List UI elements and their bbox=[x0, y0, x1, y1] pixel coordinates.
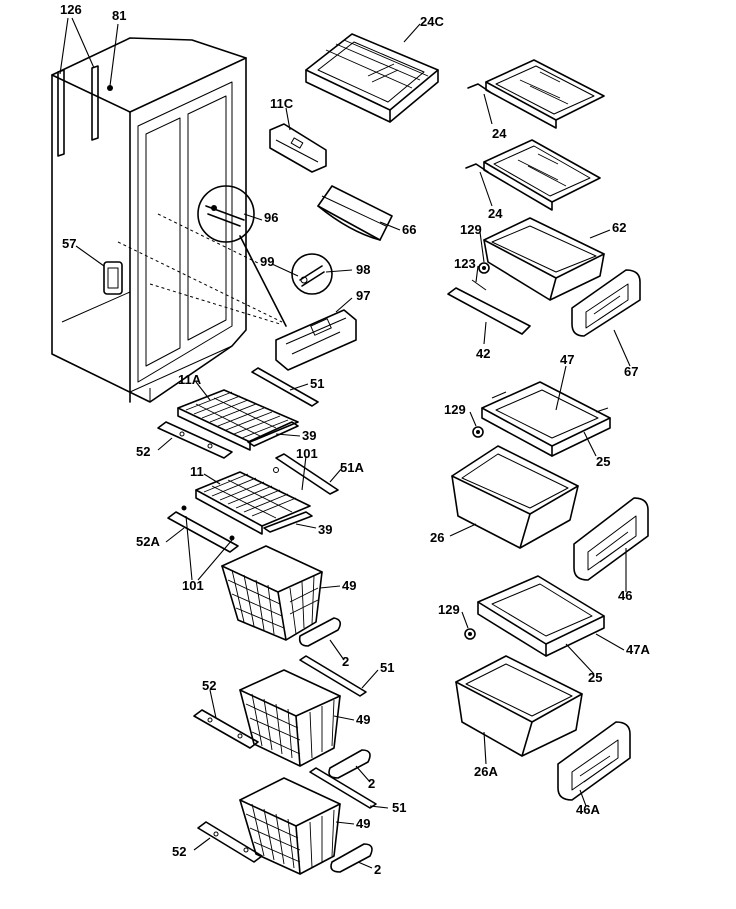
label-25-a: 25 bbox=[596, 454, 610, 469]
refrigerator-cabinet bbox=[51, 37, 247, 403]
part-labels: 126 81 24C 11C 24 24 96 66 129 62 57 99 … bbox=[60, 2, 650, 877]
label-24c: 24C bbox=[420, 14, 444, 29]
label-24-a: 24 bbox=[492, 126, 507, 141]
label-11a: 11A bbox=[178, 372, 202, 387]
part-51-strip-c bbox=[309, 767, 377, 809]
label-52-c: 52 bbox=[172, 844, 186, 859]
part-46-drawer-front bbox=[573, 497, 649, 581]
part-11-shelf bbox=[195, 471, 311, 535]
label-26a: 26A bbox=[474, 764, 498, 779]
label-66: 66 bbox=[402, 222, 416, 237]
label-47a: 47A bbox=[626, 642, 650, 657]
label-101-a: 101 bbox=[296, 446, 318, 461]
label-97: 97 bbox=[356, 288, 370, 303]
label-24-b: 24 bbox=[488, 206, 503, 221]
label-42: 42 bbox=[476, 346, 490, 361]
label-25-b: 25 bbox=[588, 670, 602, 685]
label-49-a: 49 bbox=[342, 578, 356, 593]
leader-lines bbox=[59, 17, 631, 869]
label-47: 47 bbox=[560, 352, 574, 367]
label-11: 11 bbox=[190, 464, 204, 479]
part-2-handle-a bbox=[298, 617, 342, 647]
label-52-b: 52 bbox=[202, 678, 216, 693]
label-2-b: 2 bbox=[368, 776, 375, 791]
part-67-drawer-front bbox=[571, 269, 641, 337]
part-129-knob-a bbox=[478, 262, 490, 274]
part-51-strip-b bbox=[299, 655, 367, 697]
part-129-knob-b bbox=[472, 426, 484, 438]
part-42-rail bbox=[447, 279, 531, 335]
part-52-bracket-c bbox=[197, 821, 263, 863]
label-98: 98 bbox=[356, 262, 370, 277]
detail-circle-98 bbox=[291, 253, 333, 295]
part-97-housing bbox=[275, 309, 357, 371]
guide-lines bbox=[117, 213, 283, 325]
part-49-basket-a bbox=[221, 545, 323, 641]
part-47a-crisper-cover bbox=[477, 575, 605, 657]
label-96: 96 bbox=[264, 210, 278, 225]
part-2-handle-c bbox=[330, 843, 373, 873]
part-11a-shelf bbox=[177, 389, 299, 451]
label-51-a: 51 bbox=[310, 376, 324, 391]
part-26a-crisper-pan bbox=[455, 655, 583, 757]
detail-circle-96 bbox=[197, 185, 287, 327]
label-49-b: 49 bbox=[356, 712, 370, 727]
label-123: 123 bbox=[454, 256, 476, 271]
label-52a: 52A bbox=[136, 534, 160, 549]
label-67: 67 bbox=[624, 364, 638, 379]
part-2-handle-b bbox=[328, 749, 371, 779]
part-49-basket-b bbox=[239, 669, 341, 767]
part-52-bracket-a bbox=[157, 421, 233, 459]
part-52a-bracket bbox=[167, 505, 239, 553]
label-52-a: 52 bbox=[136, 444, 150, 459]
part-11c-bracket bbox=[269, 123, 327, 173]
label-62: 62 bbox=[612, 220, 626, 235]
part-26-crisper-pan bbox=[451, 445, 579, 549]
label-51-c: 51 bbox=[392, 800, 406, 815]
label-129-b: 129 bbox=[444, 402, 466, 417]
label-99: 99 bbox=[260, 254, 274, 269]
label-11c: 11C bbox=[270, 96, 294, 111]
part-49-basket-c bbox=[239, 777, 341, 875]
part-66-cover bbox=[317, 185, 393, 241]
label-57: 57 bbox=[62, 236, 76, 251]
label-51a: 51A bbox=[340, 460, 364, 475]
label-129-c: 129 bbox=[438, 602, 460, 617]
label-51-b: 51 bbox=[380, 660, 394, 675]
part-24-shelf-a bbox=[467, 59, 605, 129]
label-46a: 46A bbox=[576, 802, 600, 817]
part-62-pan bbox=[483, 217, 605, 301]
part-51-strip-a bbox=[251, 367, 319, 407]
part-39-rail-b bbox=[263, 511, 313, 533]
label-2-a: 2 bbox=[342, 654, 349, 669]
part-47-crisper-cover bbox=[481, 381, 611, 457]
label-101-b: 101 bbox=[182, 578, 204, 593]
label-126: 126 bbox=[60, 2, 82, 17]
label-49-c: 49 bbox=[356, 816, 370, 831]
part-51a-strip bbox=[273, 453, 339, 495]
part-39-rail-a bbox=[247, 421, 299, 447]
label-129-a: 129 bbox=[460, 222, 482, 237]
part-129-knob-c bbox=[464, 628, 476, 640]
label-46: 46 bbox=[618, 588, 632, 603]
part-52-bracket-b bbox=[193, 709, 259, 749]
label-39-a: 39 bbox=[302, 428, 316, 443]
part-24c-shelf bbox=[305, 33, 439, 123]
label-2-c: 2 bbox=[374, 862, 381, 877]
label-81: 81 bbox=[112, 8, 126, 23]
part-46a-drawer-front bbox=[557, 721, 631, 801]
label-26: 26 bbox=[430, 530, 444, 545]
label-39-b: 39 bbox=[318, 522, 332, 537]
part-24-shelf-b bbox=[465, 139, 601, 211]
